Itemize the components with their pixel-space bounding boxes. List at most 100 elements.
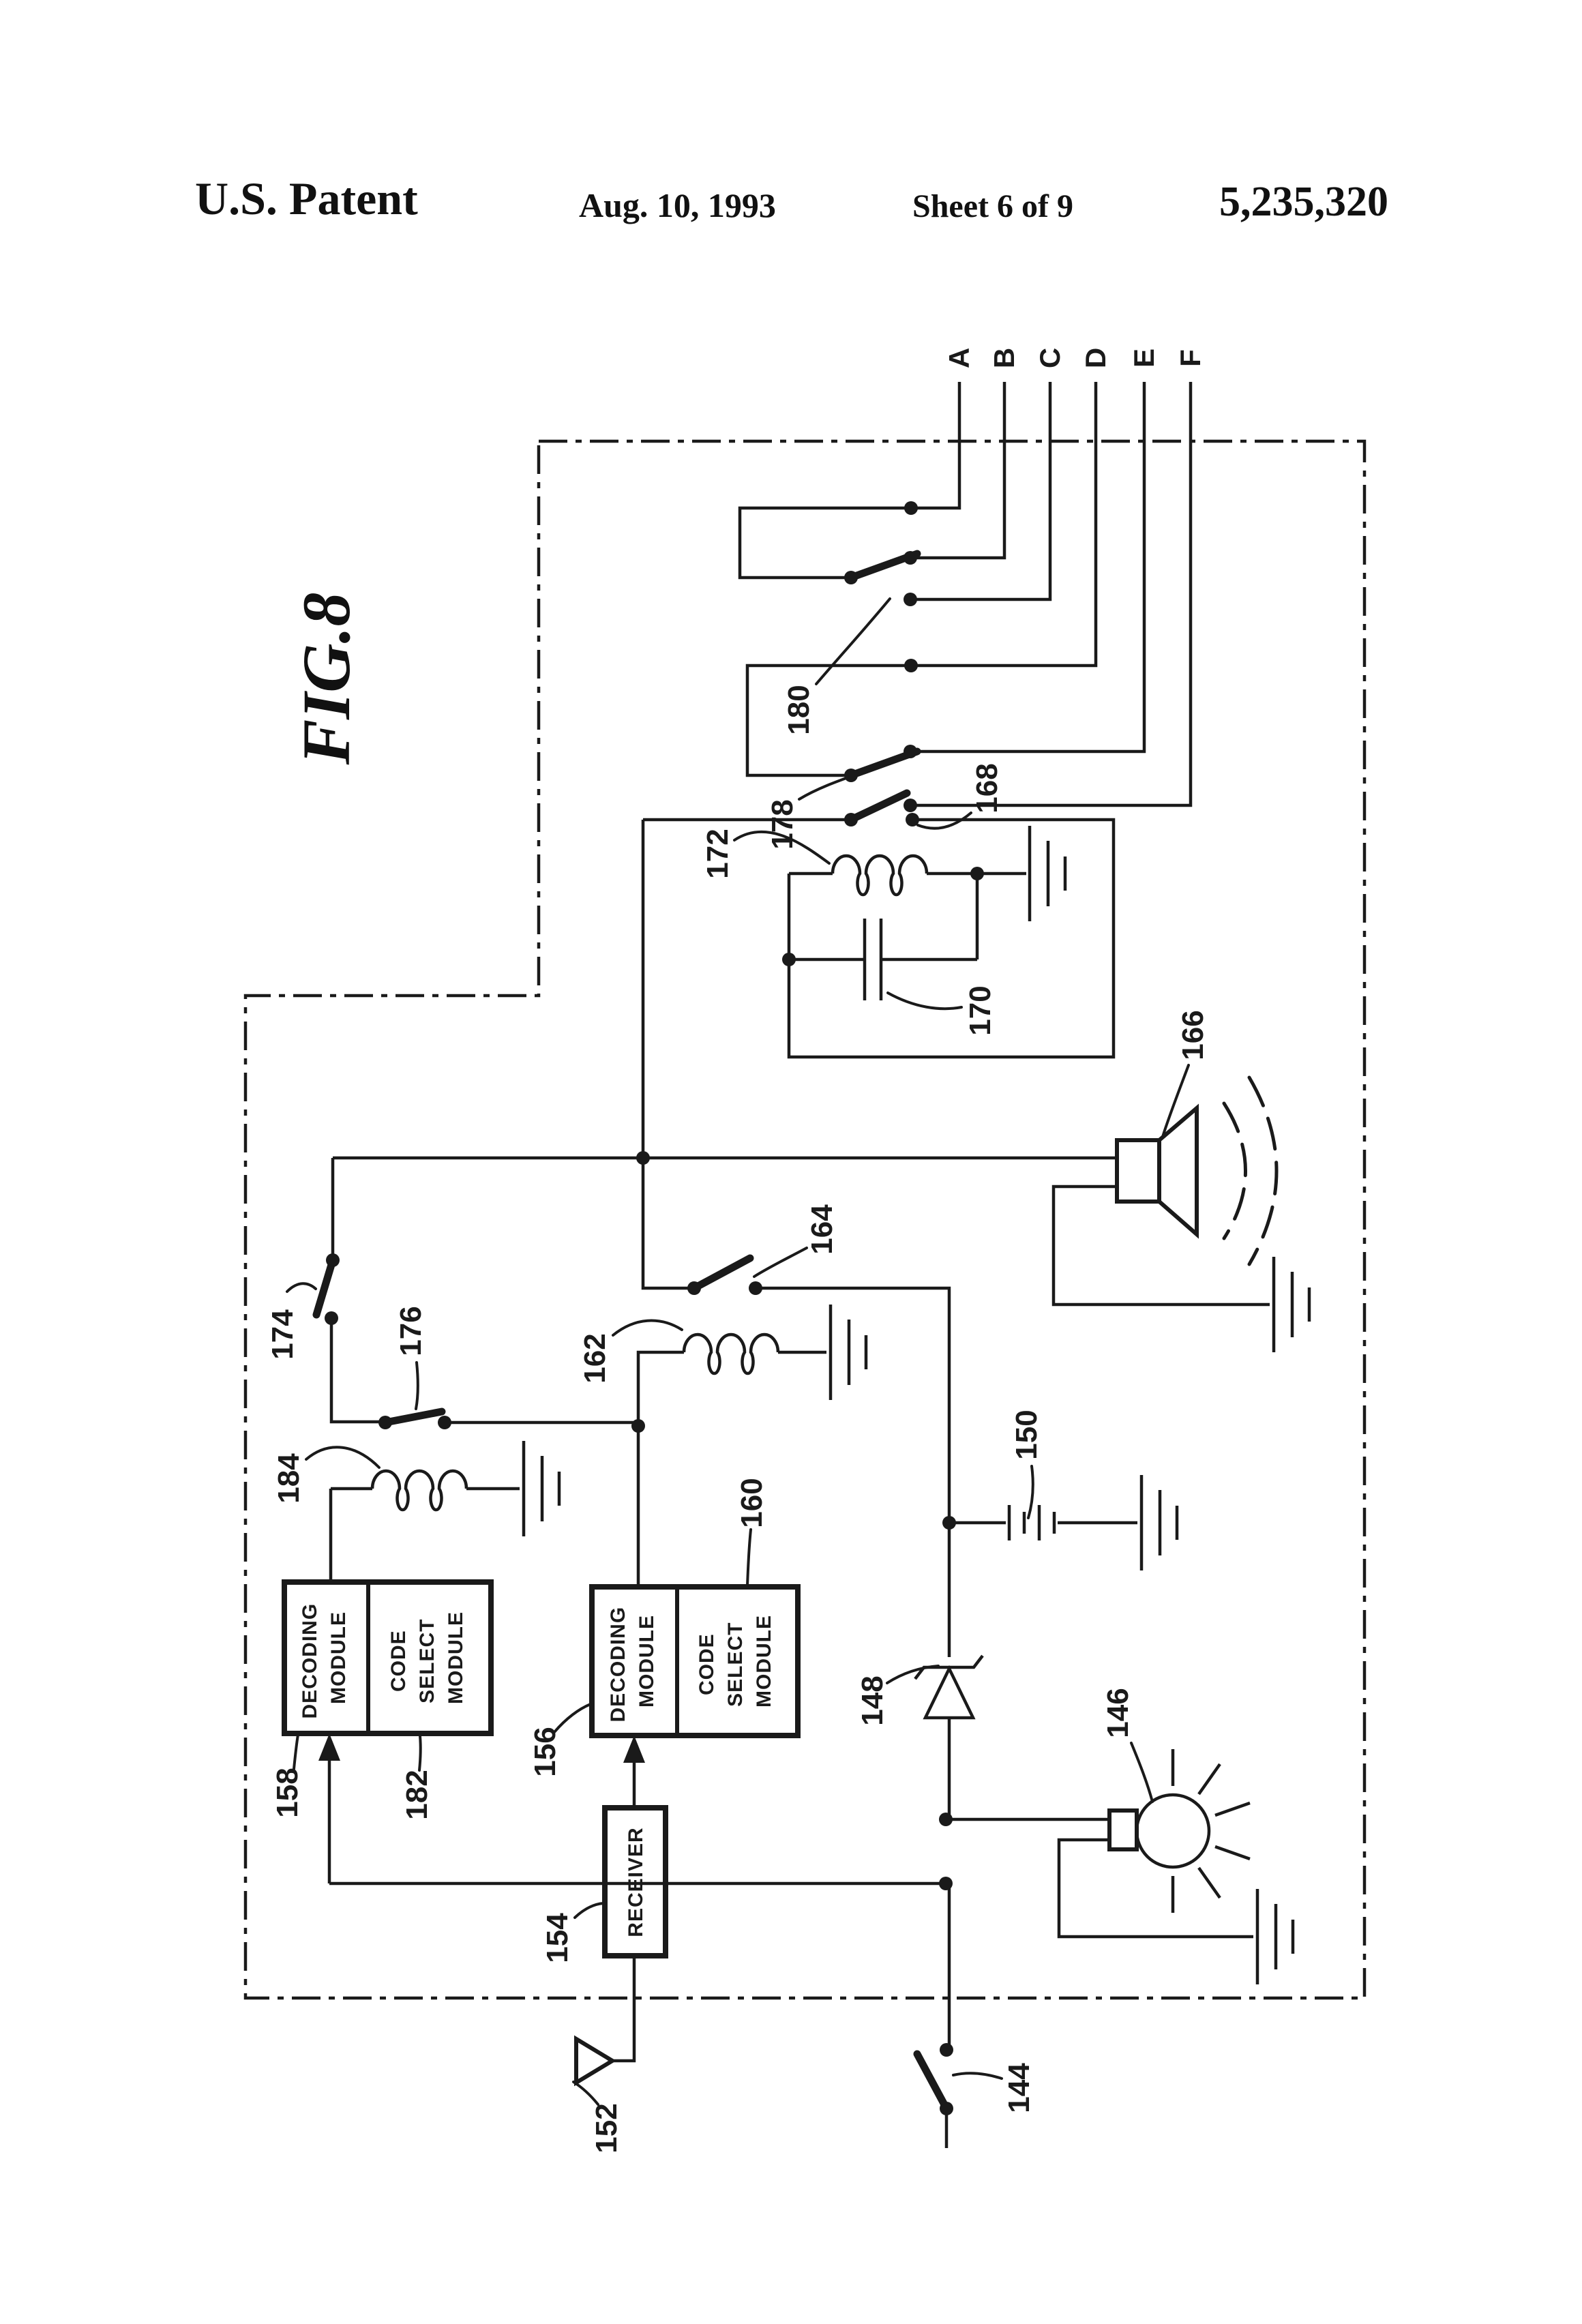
speaker-driver	[1115, 1138, 1161, 1204]
module-2-box	[589, 1584, 801, 1738]
oscillator-circuit	[641, 789, 1116, 1158]
switch-144-arm	[913, 2050, 951, 2113]
receiver-output-wires	[327, 1759, 946, 1886]
ground-symbol-184	[524, 1441, 559, 1536]
module-2-code-select-label: CODE SELECT MODULE	[696, 1615, 775, 1708]
receiver-label: RECEIVER	[625, 1827, 647, 1937]
leader-172	[733, 830, 831, 865]
module-1-box	[282, 1579, 494, 1736]
leader-144	[952, 2072, 1003, 2080]
switch-174-top-dot	[326, 1253, 340, 1267]
switch-176-pivot-dot	[378, 1416, 392, 1429]
module-2-decoding-label: DECODING MODULE	[607, 1600, 658, 1722]
terminal-e: E	[1128, 348, 1160, 368]
battery-short-plates	[1022, 1512, 1056, 1534]
capacitor-170-leads	[789, 874, 979, 962]
lamp-bulb	[1135, 1793, 1211, 1869]
wire-terminal-b	[910, 382, 1006, 560]
label-184: 184	[272, 1453, 305, 1504]
arrow-into-module-2	[623, 1735, 645, 1763]
terminal-c: C	[1034, 348, 1066, 368]
leader-162	[612, 1319, 683, 1337]
label-156: 156	[528, 1727, 562, 1776]
antenna-lead	[612, 1956, 636, 2063]
switch-164-pivot-dot	[687, 1281, 701, 1295]
label-180: 180	[782, 685, 816, 734]
ground-symbol-speaker	[1274, 1257, 1309, 1352]
capacitor-170	[863, 919, 883, 1000]
enclosure-border	[243, 439, 1367, 2000]
relay-switch-chain	[312, 1158, 866, 1587]
ground-symbol-162	[831, 1305, 866, 1400]
leader-148	[886, 1665, 940, 1684]
receiver-circuit: RECEIVER	[318, 1733, 946, 2087]
leader-158	[293, 1733, 299, 1770]
switch-168-arm	[847, 789, 911, 824]
switch-178-contact-f-dot	[904, 799, 917, 812]
switch-180-contact-c-dot	[904, 593, 917, 606]
ground-symbol-172	[1030, 826, 1065, 921]
label-144: 144	[1002, 2063, 1036, 2113]
lamp-return-wire	[1057, 1838, 1253, 1939]
switch-176-arm	[381, 1407, 446, 1427]
label-160: 160	[735, 1478, 768, 1528]
terminal-b: B	[988, 348, 1020, 368]
patent-number: 5,235,320	[1219, 179, 1388, 225]
sound-wave-arc-2	[1247, 1075, 1279, 1266]
terminal-d: D	[1079, 348, 1111, 368]
power-column	[913, 1475, 1293, 2148]
leader-156	[553, 1703, 592, 1733]
patent-date: Aug. 10, 1993	[579, 186, 776, 224]
diode-148-triangle	[923, 1665, 976, 1720]
label-178: 178	[766, 799, 799, 849]
switch-178-contact-e-dot	[904, 745, 917, 758]
label-166: 166	[1176, 1010, 1210, 1060]
page-header: U.S. Patent Aug. 10, 1993 Sheet 6 of 9 5…	[195, 173, 1388, 225]
speaker-horn	[1158, 1103, 1199, 1239]
wire-terminal-c	[910, 382, 1052, 601]
switch-164-arm	[690, 1254, 754, 1292]
leader-152	[572, 2081, 599, 2106]
switch-180-contact-b-dot	[904, 551, 917, 565]
junction-dot-node	[631, 1419, 645, 1433]
speaker-circuit	[333, 1075, 1309, 1352]
leader-160	[746, 1528, 752, 1587]
leader-184	[305, 1446, 380, 1469]
label-146: 146	[1101, 1688, 1135, 1738]
wire-terminal-e	[910, 382, 1146, 754]
leader-170	[886, 992, 963, 1011]
label-162: 162	[578, 1333, 612, 1383]
wire-174-to-176	[329, 1318, 385, 1424]
wire-terminal-d-loop	[745, 382, 1098, 777]
junction-dot-170	[782, 953, 796, 966]
ground-symbol-lamp	[1257, 1889, 1293, 1984]
label-182: 182	[400, 1770, 434, 1819]
leader-168	[916, 811, 972, 830]
label-176: 176	[394, 1306, 428, 1356]
label-154: 154	[541, 1913, 574, 1963]
leader-146	[1130, 1742, 1154, 1803]
switch-168-contact-dot	[906, 813, 919, 826]
leader-174	[286, 1282, 317, 1293]
inductor-172	[833, 856, 927, 895]
reference-leaders	[286, 597, 1190, 2106]
lamp-base	[1107, 1808, 1139, 1851]
leader-176	[415, 1361, 419, 1410]
decoding-module-1: DECODING MODULE CODE SELECT MODULE	[282, 1579, 494, 1736]
relay-coil-184	[329, 1441, 559, 1582]
switch-174-arm	[312, 1256, 337, 1319]
battery-long-plates	[1007, 1505, 1041, 1540]
terminal-labels: A B C D E F	[943, 348, 1206, 368]
module-1-decoding-label: DECODING MODULE	[299, 1596, 350, 1718]
wire-176-to-node	[445, 1350, 684, 1587]
switch-180-pivot-dot	[844, 571, 858, 584]
wire-to-switch-164	[641, 1158, 694, 1290]
junction-dot-lamp	[939, 1813, 953, 1826]
switch-168-pivot-dot	[844, 813, 858, 826]
terminal-f: F	[1174, 349, 1206, 367]
leader-150	[1027, 1465, 1034, 1519]
patent-title: U.S. Patent	[195, 173, 418, 224]
inductor-184-leads	[329, 1487, 520, 1582]
label-152: 152	[590, 2103, 623, 2153]
